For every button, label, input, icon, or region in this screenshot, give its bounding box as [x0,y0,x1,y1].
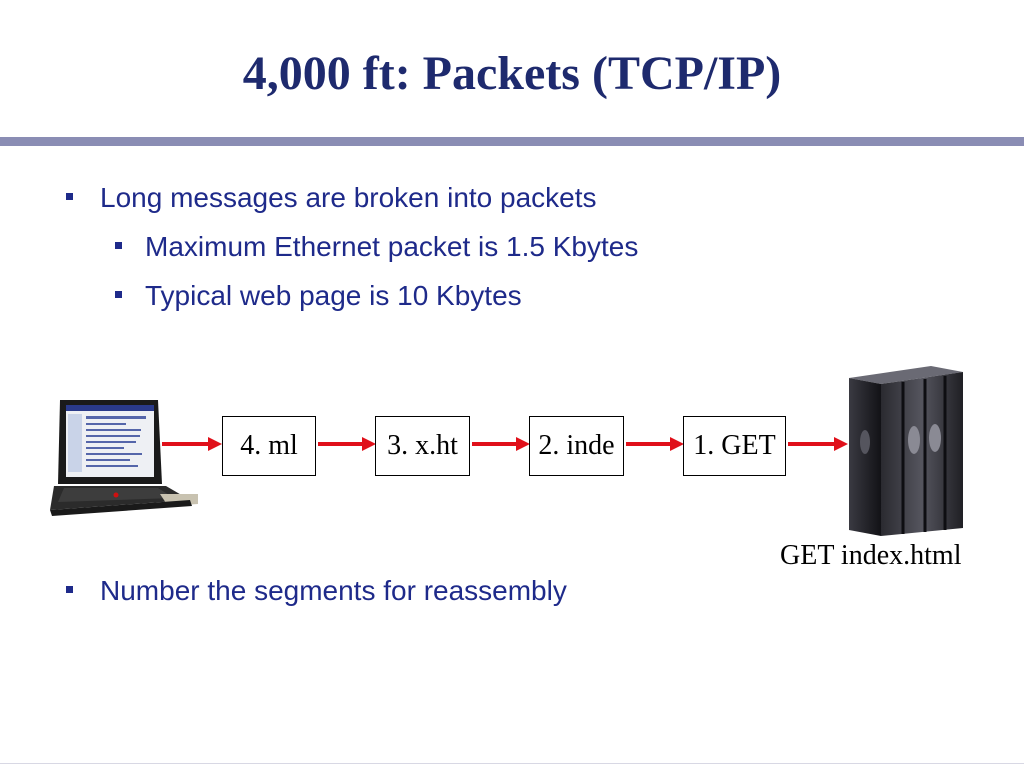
slide-title: 4,000 ft: Packets (TCP/IP) [242,47,782,100]
bullet-text: Maximum Ethernet packet is 1.5 Kbytes [145,231,639,262]
sub-bullet-webpage: Typical web page is 10 Kbytes [115,279,522,313]
bullet-text: Number the segments for reassembly [100,575,567,606]
arrow-to-packet-2 [472,437,530,451]
bullet-item-packets: Long messages are broken into packets [66,181,597,215]
packet-1: 1. GET [683,416,786,476]
bullet-square-icon [115,291,122,298]
bullet-text: Typical web page is 10 Kbytes [145,280,522,311]
arrow-to-packet-1 [626,437,684,451]
laptop-icon [50,400,198,516]
slide-bottom-border [0,763,1024,764]
server-caption: GET index.html [780,540,962,571]
arrow-to-packet-3 [318,437,376,451]
arrow-to-packet-4 [162,437,222,451]
bullet-item-reassembly: Number the segments for reassembly [66,574,567,608]
title-divider [0,137,1024,146]
bullet-square-icon [66,193,73,200]
bullet-square-icon [66,586,73,593]
bullet-square-icon [115,242,122,249]
packet-3: 3. x.ht [375,416,470,476]
packet-2: 2. inde [529,416,624,476]
packet-4: 4. ml [222,416,316,476]
sub-bullet-ethernet: Maximum Ethernet packet is 1.5 Kbytes [115,230,639,264]
server-tower-icon [849,366,963,536]
bullet-text: Long messages are broken into packets [100,182,597,213]
arrow-to-server [788,437,848,451]
